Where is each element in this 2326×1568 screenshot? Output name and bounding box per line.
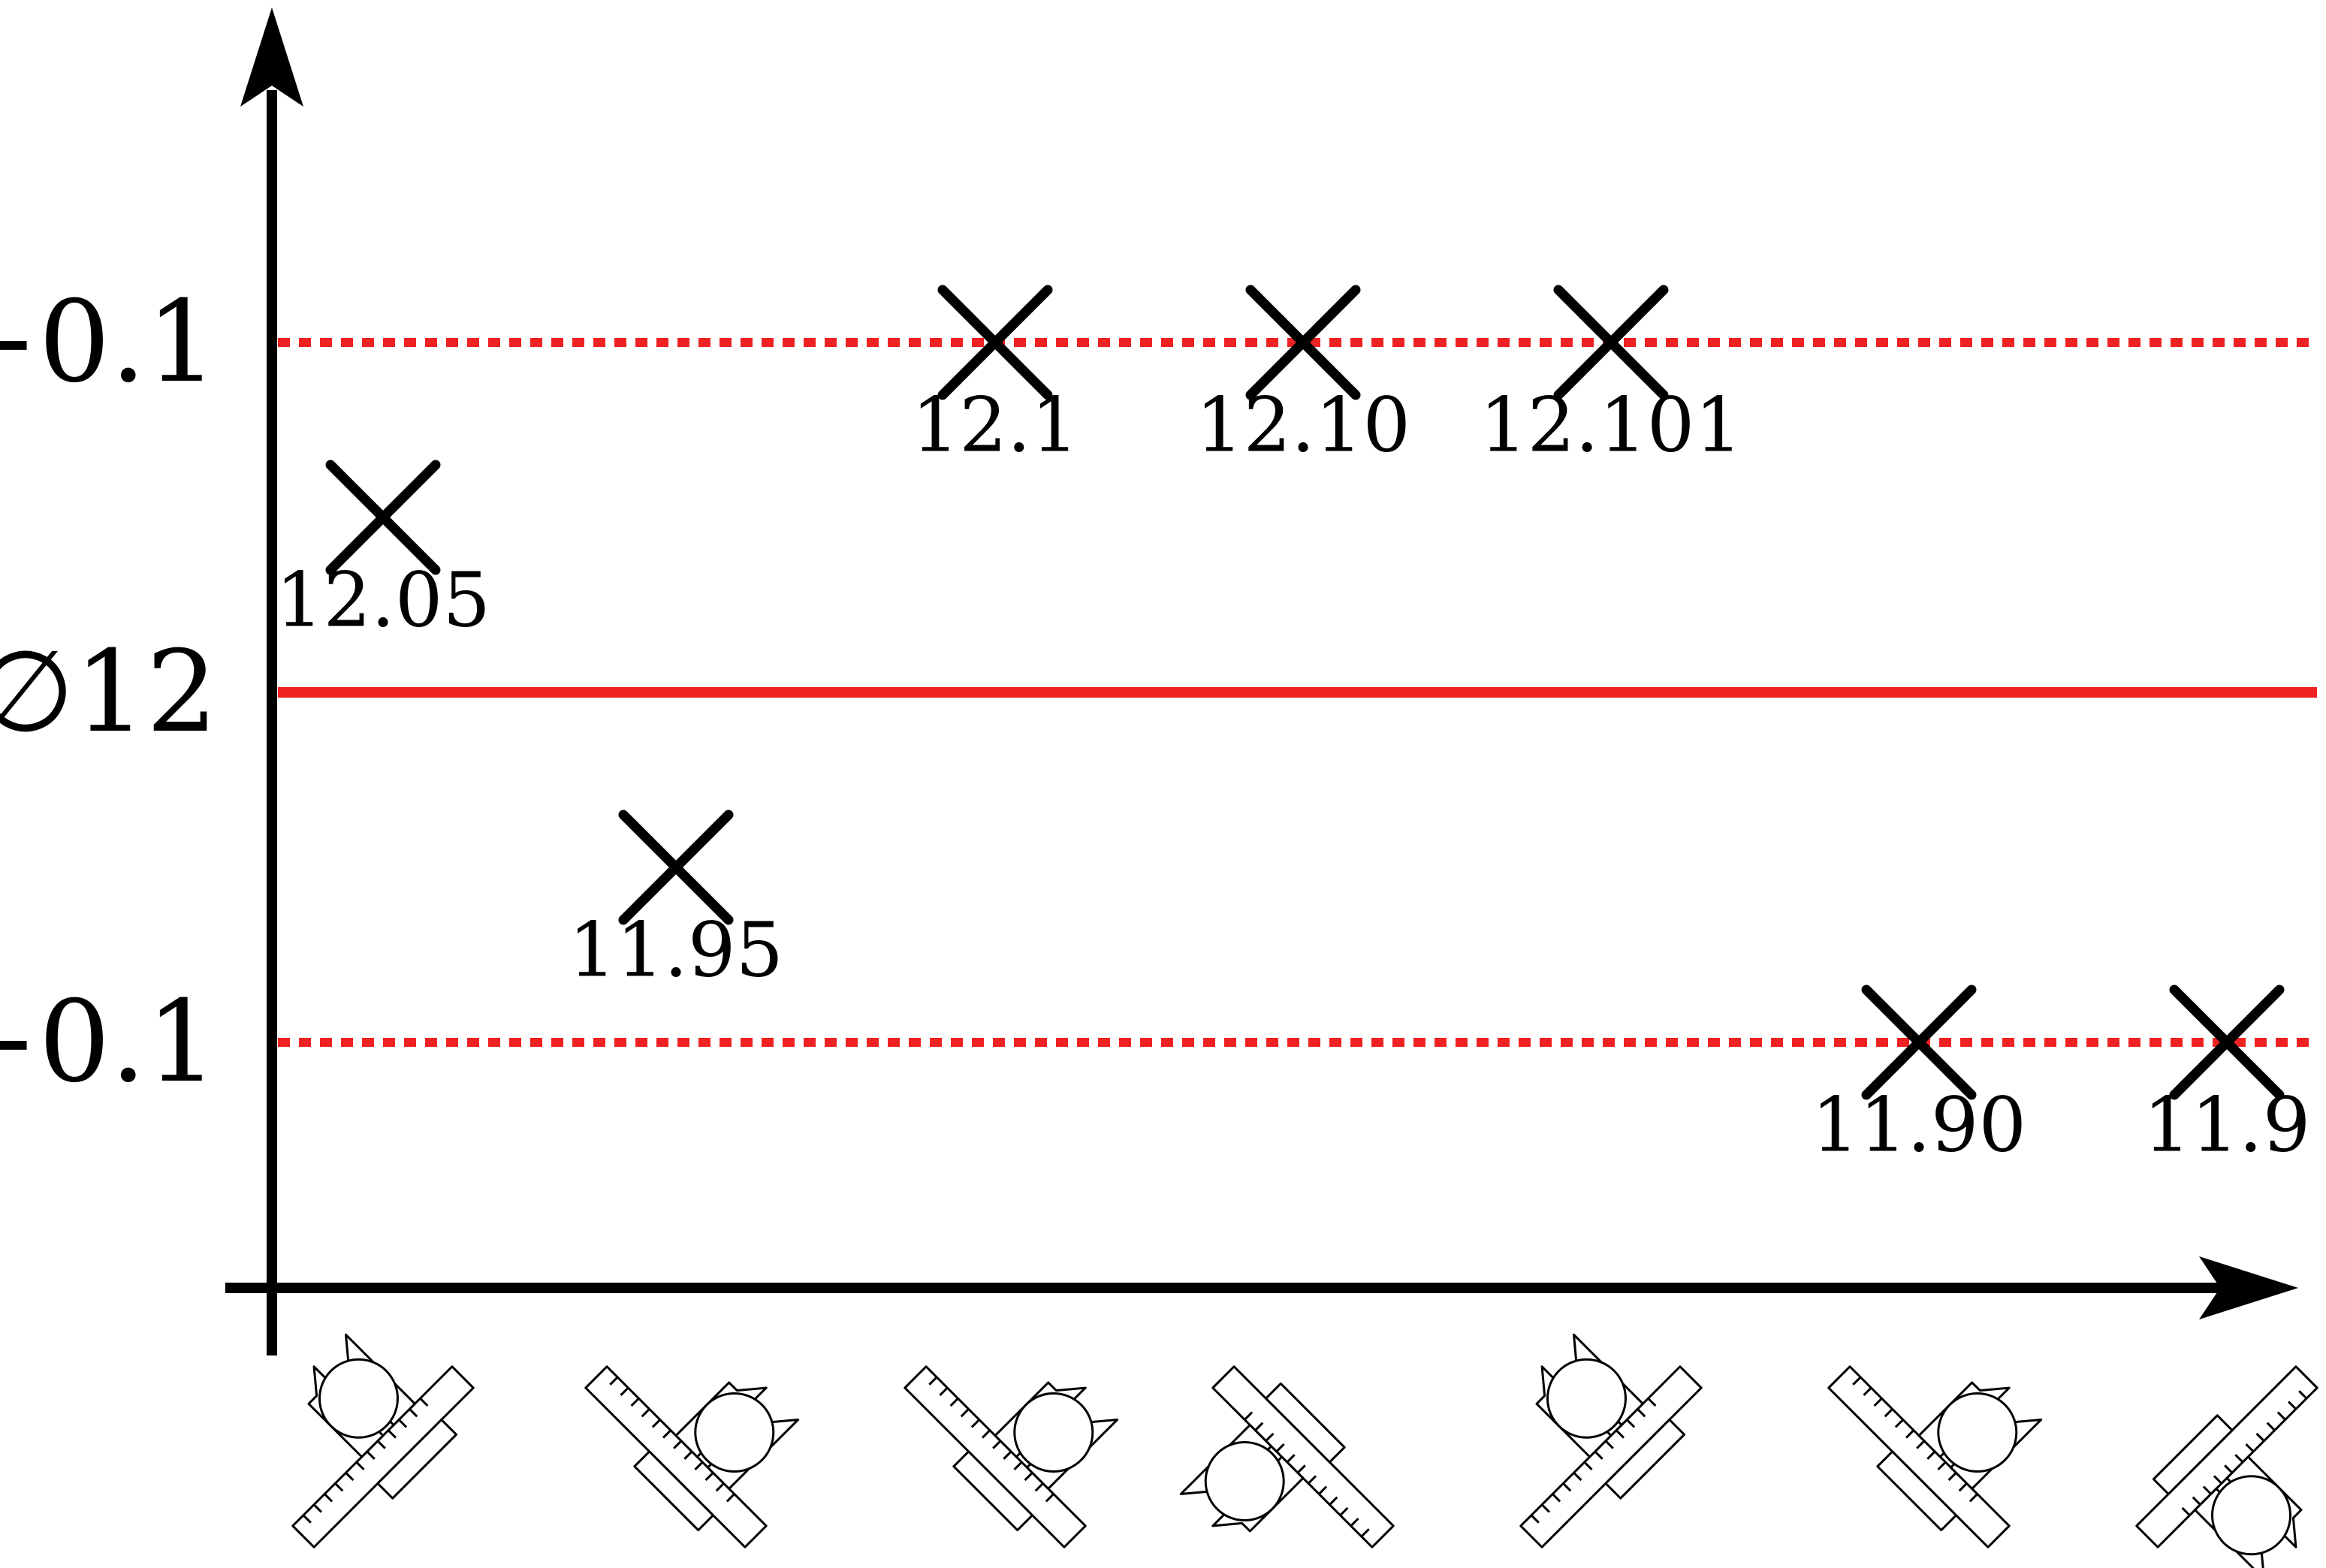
data-point-label: 12.05 (276, 556, 490, 644)
y-tick-label: ∅12 (0, 627, 218, 758)
data-point-label: 12.10 (1196, 381, 1410, 469)
data-point (2169, 985, 2285, 1100)
data-point (1861, 985, 1977, 1100)
caliper-icon (569, 1296, 837, 1563)
caliper-icon (888, 1296, 1156, 1563)
data-point-label: 11.9 (2143, 1081, 2311, 1169)
data-point-label: 12.101 (1480, 381, 1742, 469)
y-tick-label: −0.1 (0, 977, 218, 1108)
data-point-label: 11.95 (569, 906, 783, 994)
data-point (1553, 285, 1669, 400)
data-point (937, 285, 1053, 400)
y-axis-arrow (240, 8, 303, 107)
data-point-label: 11.90 (1812, 1081, 2026, 1169)
y-tick-label: +0.1 (0, 277, 218, 408)
caliper-icon (2120, 1350, 2326, 1568)
caliper-icon (1450, 1296, 1718, 1563)
data-point (618, 810, 734, 925)
data-point (1245, 285, 1361, 400)
data-point (325, 460, 441, 575)
x-axis-arrow (2199, 1256, 2298, 1319)
caliper-icon (1142, 1350, 1410, 1568)
caliper-icon (222, 1296, 490, 1563)
caliper-icon (1812, 1296, 2080, 1563)
data-point-label: 12.1 (912, 381, 1079, 469)
